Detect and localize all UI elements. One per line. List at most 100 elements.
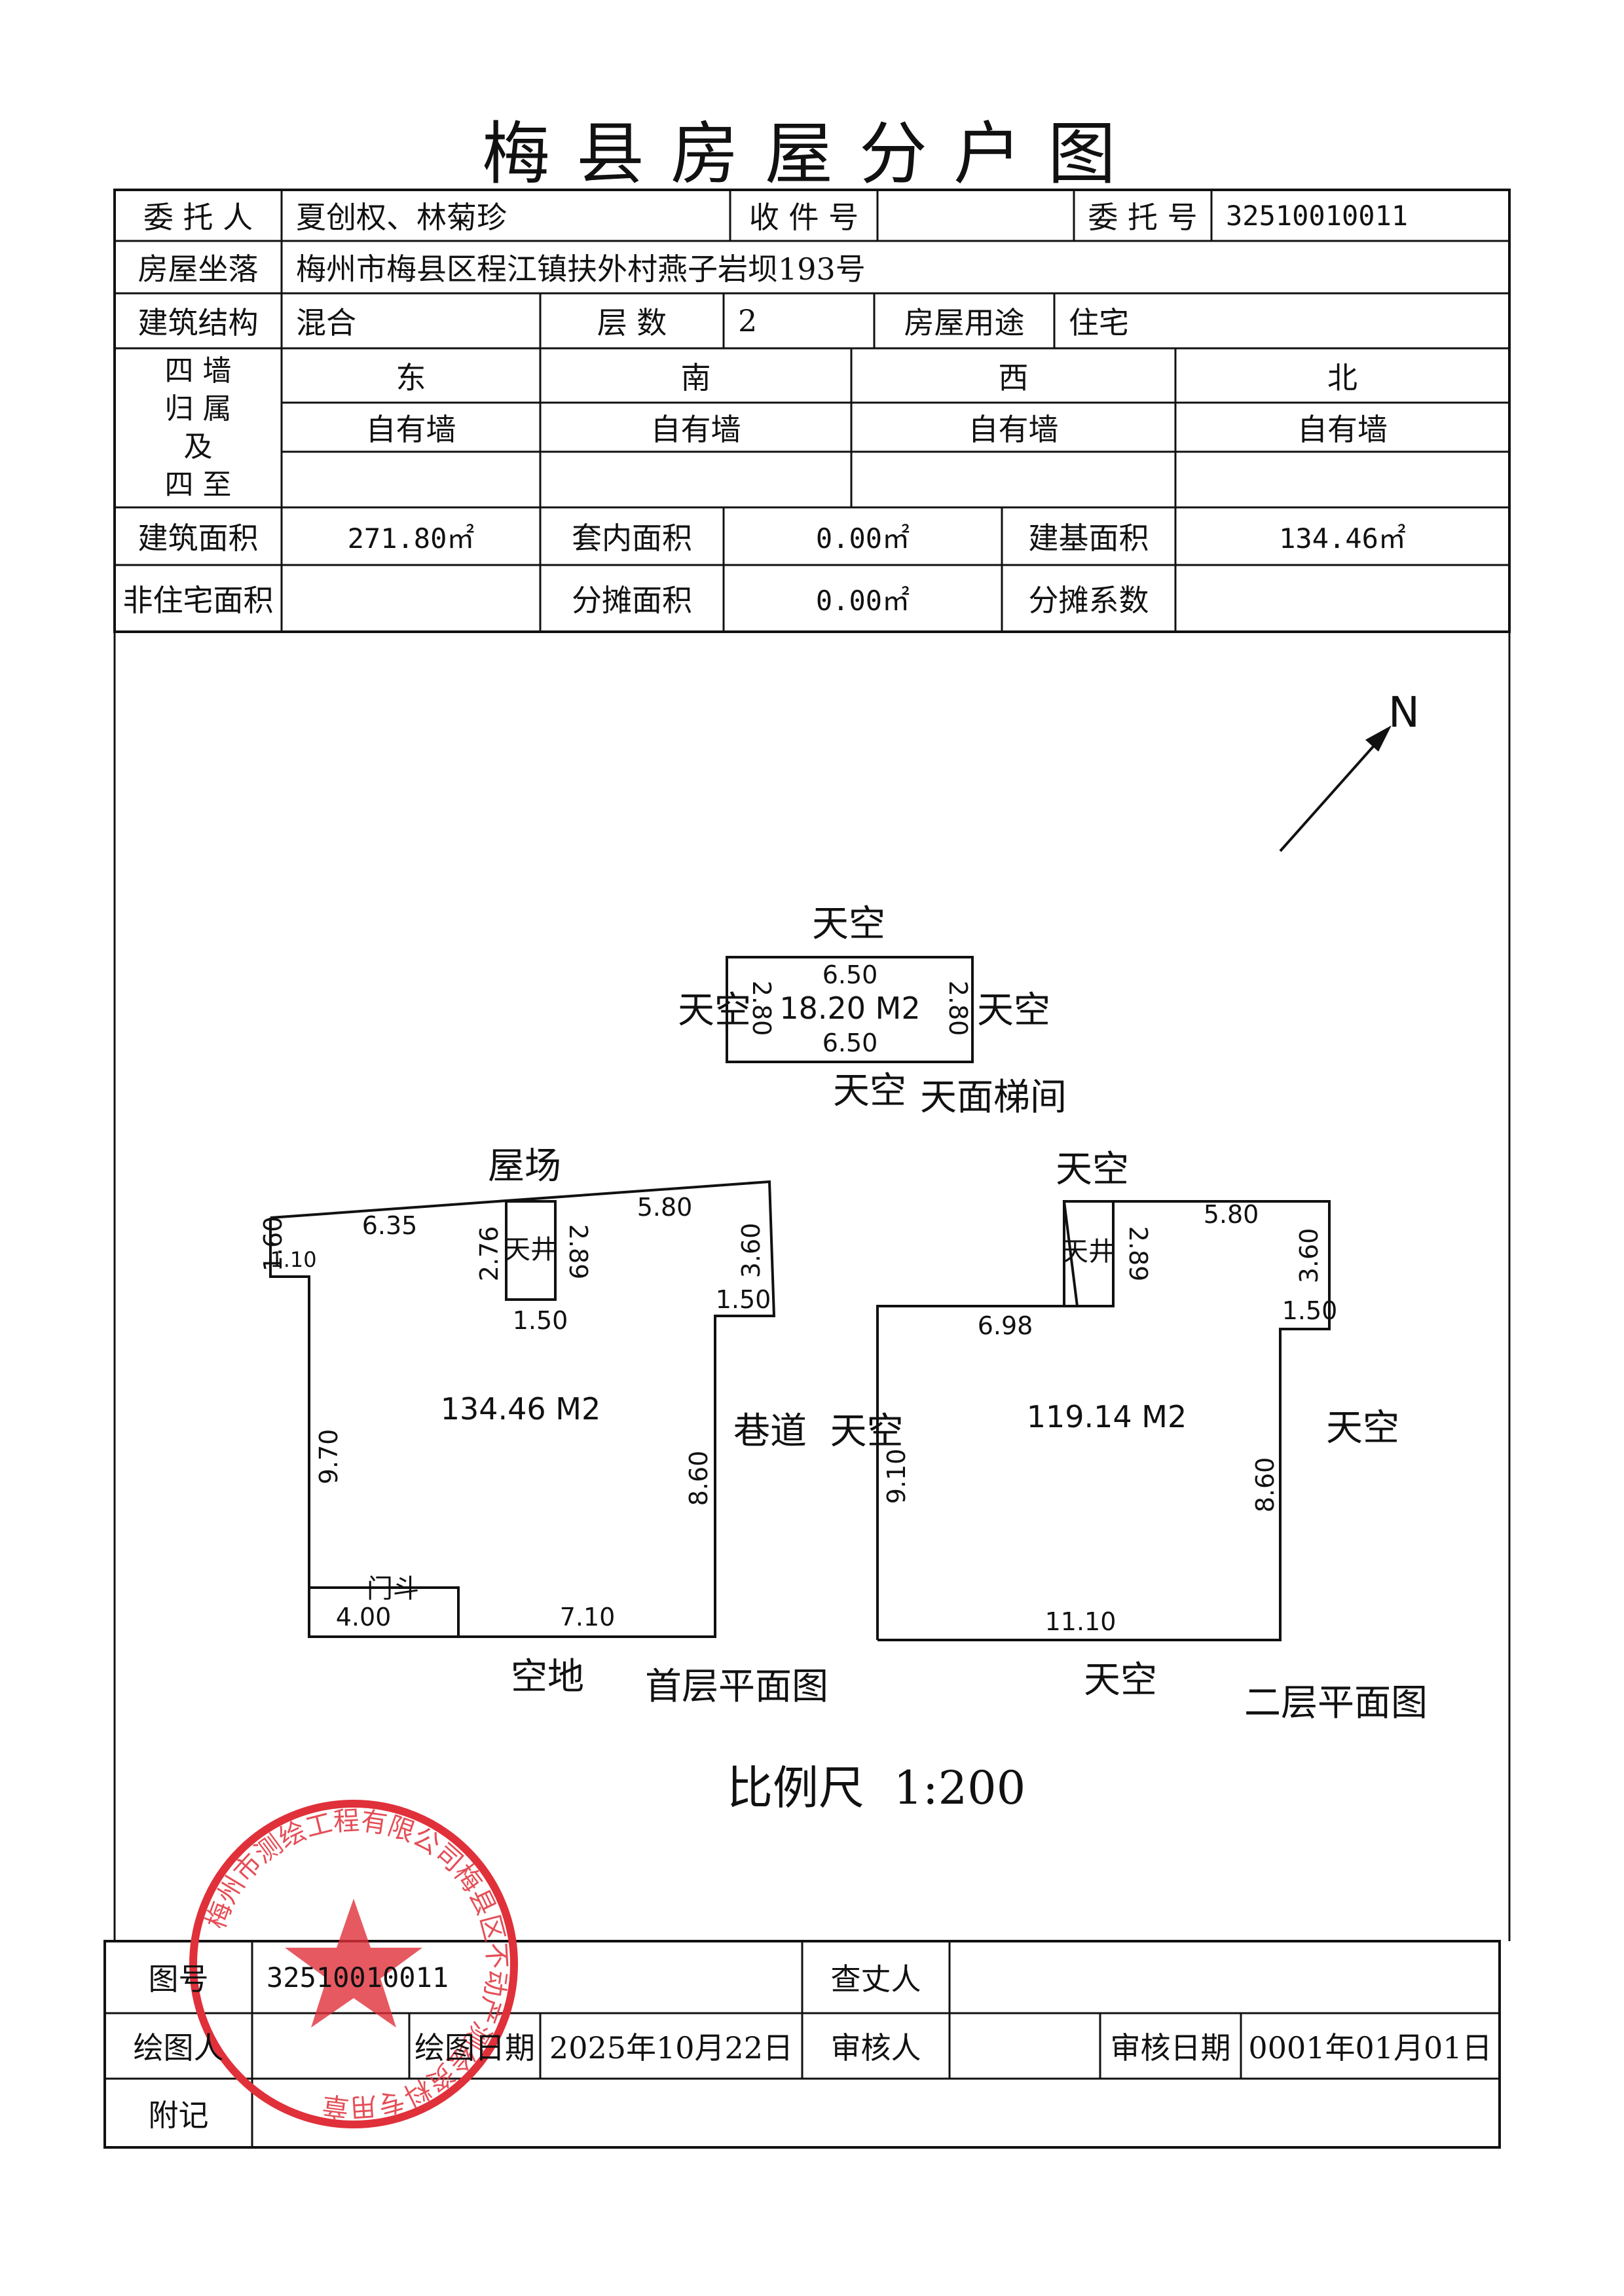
dim-label: 8.60 (1251, 1457, 1280, 1513)
area-label: 119.14 M2 (1027, 1399, 1187, 1434)
north-arrow: N (1279, 689, 1420, 852)
wall-east-label: 东 (396, 359, 426, 395)
sky-label: 天空 (1326, 1407, 1399, 1449)
location-label: 房屋坐落 (138, 251, 259, 287)
dim-label: 9.10 (882, 1449, 911, 1504)
reviewer-label: 审核人 (830, 2030, 921, 2066)
top-stair-room: 6.50 18.20 M2 6.50 2.80 2.80 天空 天空 天空 天空… (678, 903, 1067, 1119)
wall-north-owner: 自有墙 (1297, 411, 1388, 447)
surveyor-value (950, 1941, 1500, 2013)
sky-label: 天空 (833, 1070, 906, 1112)
area-label: 134.46 M2 (441, 1391, 601, 1427)
dim-label: 7.10 (560, 1603, 616, 1631)
dim-label: 1.50 (1282, 1296, 1338, 1325)
sky-label: 天空 (1056, 1148, 1129, 1191)
area-label: 18.20 M2 (779, 991, 920, 1026)
wall-west-owner: 自有墙 (968, 411, 1059, 447)
north-label: N (1388, 689, 1420, 737)
dim-label: 5.80 (637, 1193, 693, 1222)
remark-value (252, 2079, 1500, 2147)
inner-area-value: 0.00㎡ (815, 522, 910, 555)
walls-label-line: 四 至 (164, 467, 232, 501)
wall-south-owner: 自有墙 (650, 411, 741, 447)
dim-label: 1.50 (716, 1285, 771, 1314)
dim-label: 2.89 (564, 1224, 593, 1280)
review-date-label: 审核日期 (1110, 2030, 1231, 2066)
dim-label: 6.35 (362, 1211, 418, 1240)
shared-area-value: 0.00㎡ (815, 584, 910, 617)
draw-date-value: 2025年10月22日 (549, 2030, 794, 2066)
walls-label-line: 归 属 (164, 392, 232, 426)
dim-label: 2.76 (475, 1226, 504, 1282)
review-date-value: 0001年01月01日 (1248, 2030, 1492, 2066)
dim-label: 4.00 (336, 1603, 392, 1631)
sky-label: 天空 (678, 989, 751, 1032)
drafter-label: 绘图人 (133, 2030, 224, 2066)
stair-room-label: 天面梯间 (920, 1076, 1067, 1119)
map-no-label: 图号 (148, 1961, 209, 1997)
dim-label: 1.60 (259, 1216, 287, 1272)
walls-label-line: 四 墙 (164, 354, 232, 388)
base-area-label: 建基面积 (1028, 520, 1149, 556)
scale-label: 比例尺 1:200 (727, 1761, 1025, 1815)
receipt-no-label: 收 件 号 (748, 200, 859, 235)
dim-label: 2.89 (1124, 1226, 1153, 1282)
shared-area-label: 分摊面积 (572, 583, 692, 618)
surveyor-label: 查丈人 (830, 1961, 921, 1997)
non-residential-label: 非住宅面积 (122, 583, 274, 618)
dim-label: 6.50 (822, 1029, 878, 1057)
wall-north-label: 北 (1327, 359, 1357, 395)
shared-coef-label: 分摊系数 (1028, 583, 1149, 618)
walls-label-line: 及 (183, 429, 213, 464)
roof-yard-label: 屋场 (488, 1145, 561, 1188)
second-floor-name: 二层平面图 (1244, 1682, 1428, 1724)
open-ground-label: 空地 (511, 1656, 584, 1698)
entrust-no-label: 委 托 号 (1088, 200, 1198, 235)
dim-label: 2.80 (944, 981, 972, 1036)
ground-floor-plan: 6.35 5.80 1.60 1.10 2.76 2.89 天井 1.50 3.… (259, 1145, 904, 1708)
wall-west-label: 西 (998, 359, 1029, 395)
sky-label: 天空 (1084, 1659, 1157, 1702)
page-title: 梅县房屋分户图 (481, 114, 1142, 194)
wall-south-label: 南 (680, 359, 711, 395)
ground-floor-name: 首层平面图 (645, 1666, 828, 1708)
well-label: 天井 (1062, 1237, 1115, 1267)
well-label: 天井 (504, 1235, 557, 1265)
structure-value: 混合 (296, 305, 356, 340)
usage-label: 房屋用途 (904, 305, 1025, 340)
structure-label: 建筑结构 (138, 305, 259, 340)
sky-label: 天空 (812, 903, 885, 945)
floors-value: 2 (738, 303, 758, 338)
drafter-value (252, 2013, 409, 2079)
second-floor-plan: 天井 2.89 6.98 5.80 3.60 1.50 9.10 8.60 11… (876, 1148, 1428, 1724)
dim-label: 1.50 (513, 1306, 568, 1335)
entrust-person-label: 委 托 人 (143, 200, 253, 235)
building-area-value: 271.80㎡ (347, 522, 475, 555)
dim-label: 8.60 (684, 1451, 713, 1506)
dim-label: 3.60 (737, 1223, 766, 1279)
walls-label: 四 墙 归 属 及 四 至 (115, 348, 282, 507)
dim-label: 2.80 (747, 981, 776, 1036)
dim-label: 11.10 (1045, 1607, 1116, 1636)
reviewer-value (950, 2013, 1100, 2079)
building-area-label: 建筑面积 (138, 520, 259, 556)
entrust-person-value: 夏创权、林菊珍 (296, 200, 507, 235)
sky-label: 天空 (977, 989, 1050, 1032)
dim-label: 1.10 (270, 1247, 316, 1272)
location-value: 梅州市梅县区程江镇扶外村燕子岩坝193号 (296, 251, 866, 287)
base-area-value: 134.46㎡ (1279, 522, 1406, 555)
map-no-value: 32510010011 (267, 1961, 449, 1994)
dim-label: 9.70 (314, 1429, 343, 1485)
wall-east-owner: 自有墙 (365, 411, 456, 447)
dim-label: 6.50 (822, 960, 878, 989)
floors-label: 层 数 (597, 305, 667, 340)
draw-date-label: 绘图日期 (415, 2030, 535, 2066)
dim-label: 3.60 (1295, 1228, 1323, 1284)
dim-label: 5.80 (1204, 1200, 1259, 1229)
entrust-no-value: 32510010011 (1226, 199, 1409, 232)
remark-label: 附记 (148, 2097, 209, 2133)
inner-area-label: 套内面积 (572, 520, 692, 556)
usage-value: 住宅 (1069, 305, 1129, 340)
